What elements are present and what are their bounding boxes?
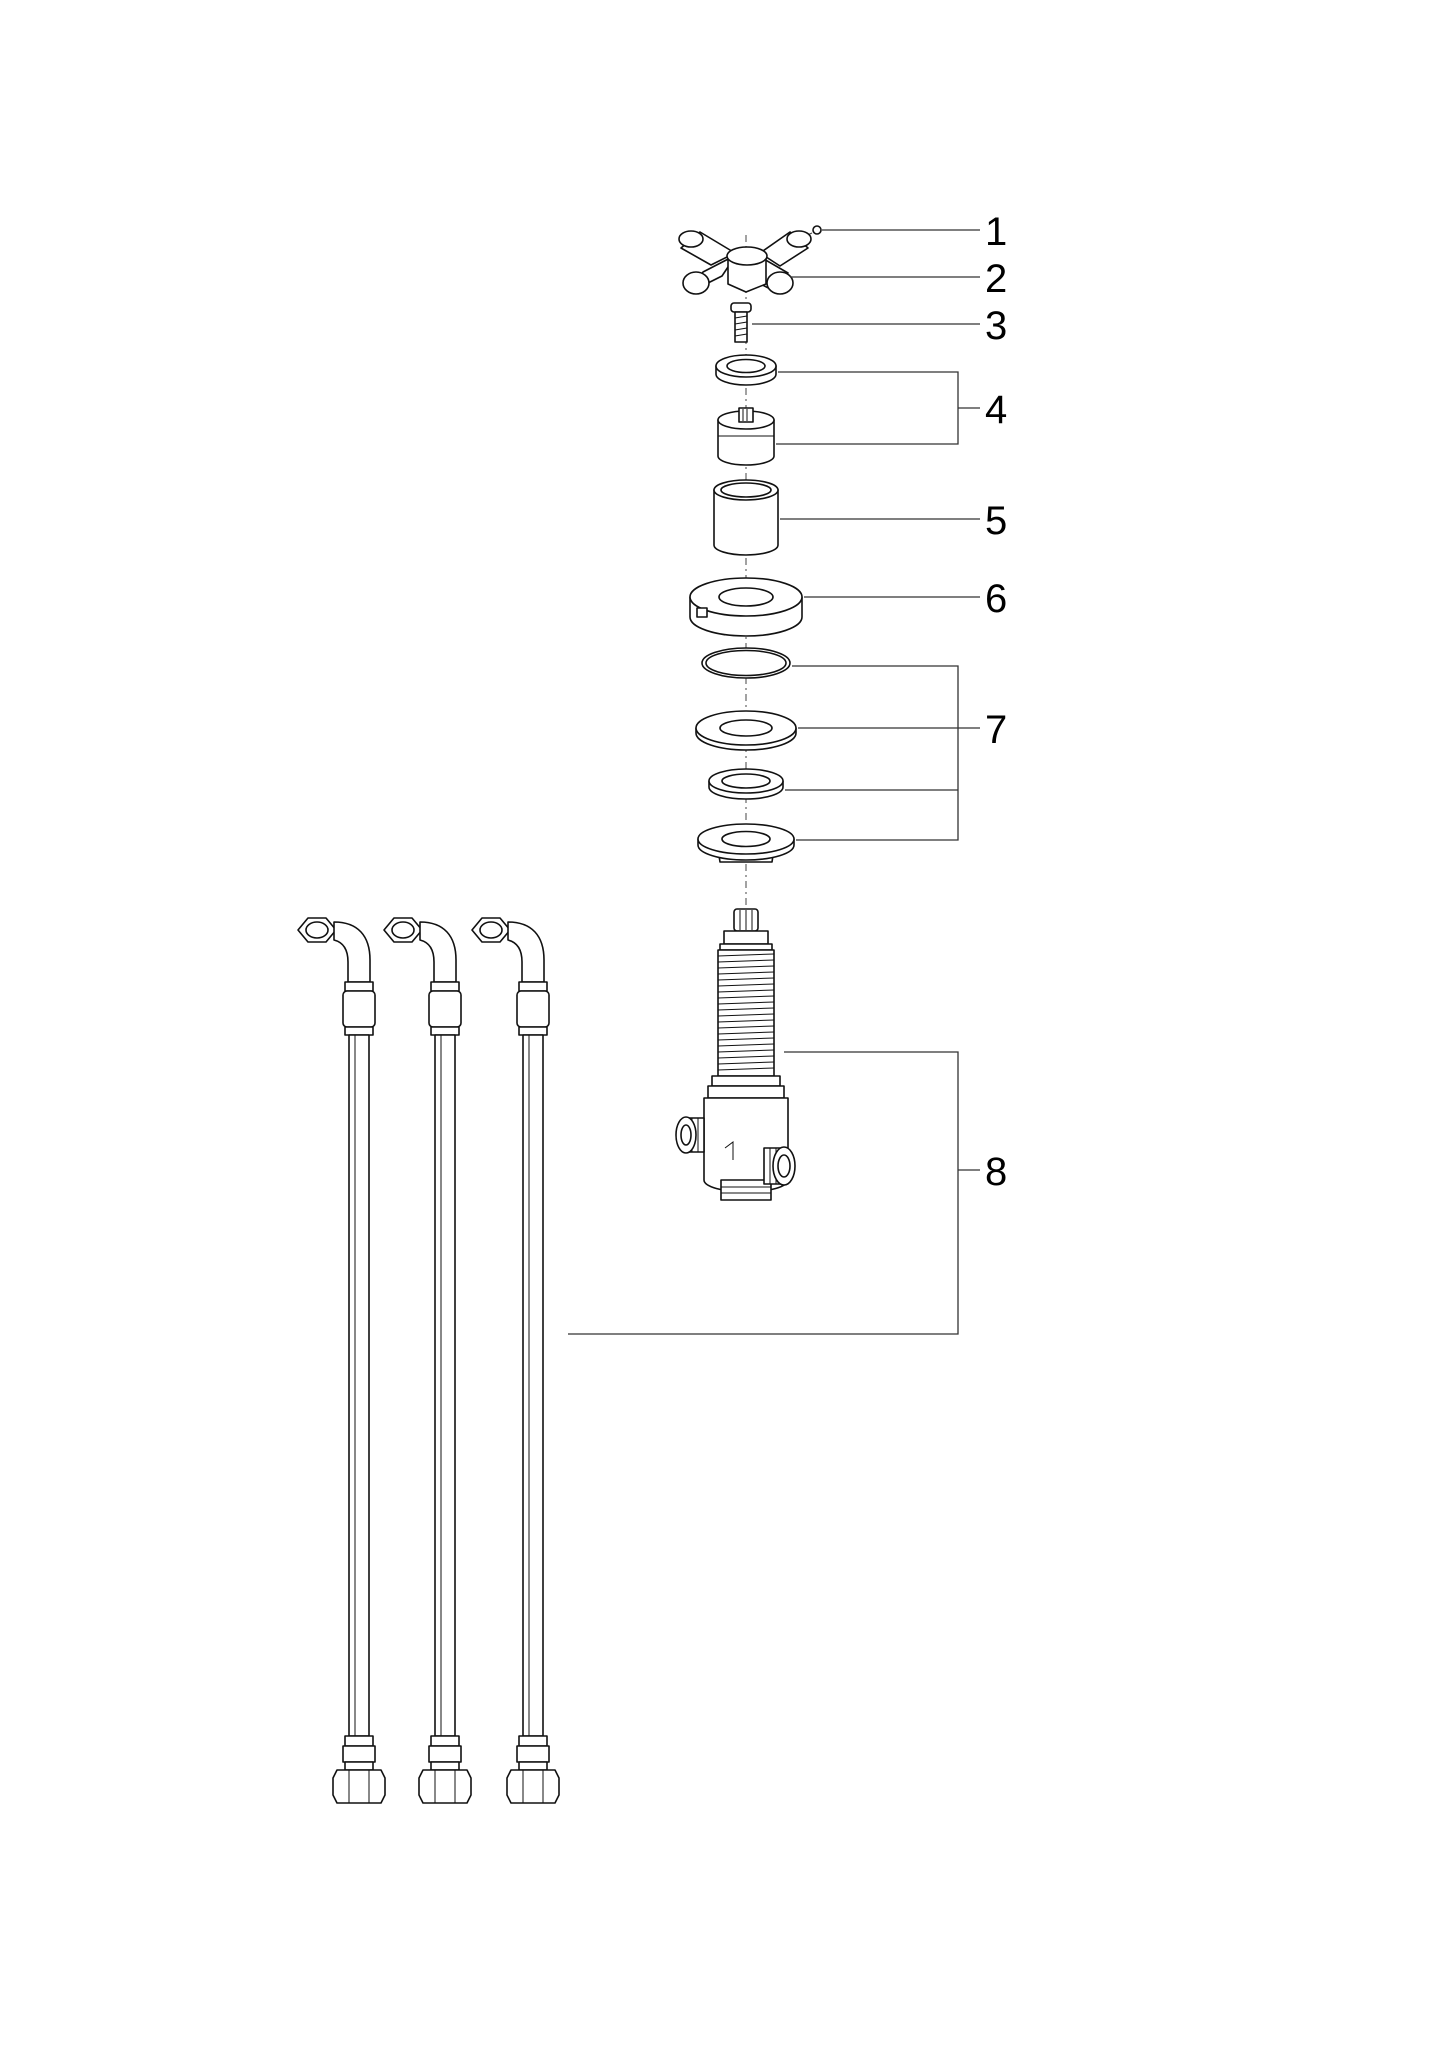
callout-5: 5 [985,499,1007,543]
leader-8 [568,1051,959,1335]
part-4-adapter-set [715,354,777,466]
callout-numbers: 1 2 3 4 5 6 7 8 [985,210,1007,1194]
part-8-hose-right [471,917,560,1804]
leader-7 [792,665,959,841]
leader-lines [568,229,980,1335]
callout-6: 6 [985,577,1007,621]
part-8-valve-body [675,908,796,1201]
callout-2: 2 [985,257,1007,301]
part-5-sleeve [713,479,779,556]
leader-4 [776,371,959,445]
part-8-hose-left [297,917,386,1804]
part-3-screw [730,302,752,343]
part-8-hose-middle [383,917,472,1804]
callout-4: 4 [985,388,1007,432]
part-6-rosette [689,577,803,637]
callout-3: 3 [985,304,1007,348]
part-2-cross-handle [678,230,812,295]
callout-1: 1 [985,210,1007,254]
callout-7: 7 [985,708,1007,752]
callout-8: 8 [985,1150,1007,1194]
part-7-seal-set [695,647,797,863]
